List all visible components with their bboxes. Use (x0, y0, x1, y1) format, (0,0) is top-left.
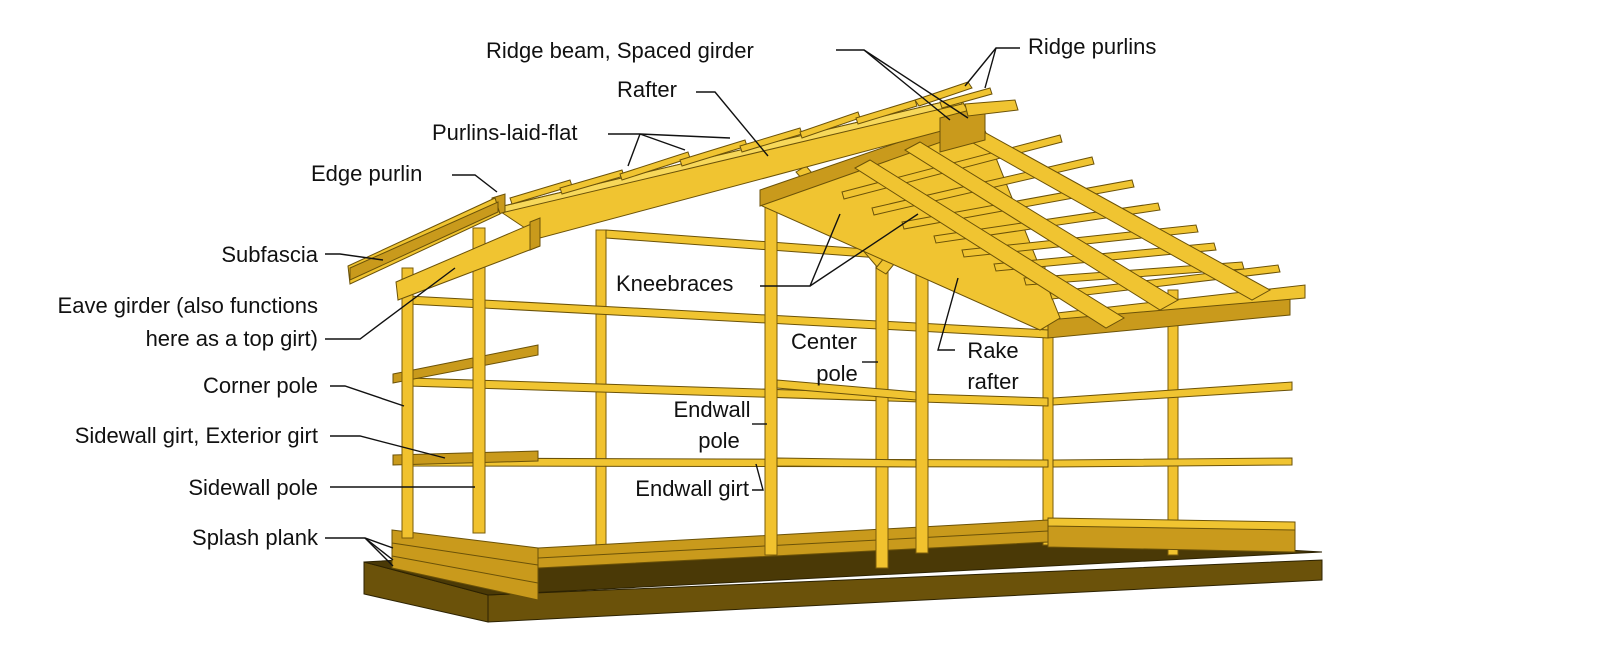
label-eave-girder-1: Eave girder (also functions (58, 293, 318, 318)
label-corner-pole: Corner pole (203, 373, 318, 398)
endwall-pole-right (915, 244, 929, 554)
labels: Ridge beam, Spaced girder Ridge purlins … (58, 34, 1157, 550)
label-center-pole-1: Center (791, 329, 857, 354)
label-endwall-girt: Endwall girt (635, 476, 749, 501)
leader-lines (325, 47, 1020, 567)
label-rake-rafter-1: Rake (967, 338, 1018, 363)
endwall-pole-left (764, 204, 778, 556)
corner-pole (401, 267, 414, 539)
label-ridge-purlins: Ridge purlins (1028, 34, 1156, 59)
label-sidewall-girt: Sidewall girt, Exterior girt (75, 423, 318, 448)
label-center-pole-2: pole (816, 361, 858, 386)
label-subfascia: Subfascia (221, 242, 318, 267)
label-splash-plank: Splash plank (192, 525, 319, 550)
rafters-right (854, 121, 1272, 329)
label-sidewall-pole: Sidewall pole (188, 475, 318, 500)
label-rafter: Rafter (617, 77, 677, 102)
label-endwall-pole-1: Endwall (673, 397, 750, 422)
label-endwall-pole-2: pole (698, 428, 740, 453)
label-kneebraces: Kneebraces (616, 271, 733, 296)
label-purlins-laid-flat: Purlins-laid-flat (432, 120, 578, 145)
purlins-laid-flat (509, 99, 918, 205)
endwall-girts (776, 379, 917, 468)
label-rake-rafter-2: rafter (967, 369, 1018, 394)
ridge-purlins (914, 81, 993, 109)
sidewall-pole (472, 227, 486, 534)
label-edge-purlin: Edge purlin (311, 161, 422, 186)
label-ridge-beam: Ridge beam, Spaced girder (486, 38, 754, 63)
label-eave-girder-2: here as a top girt) (146, 326, 318, 351)
